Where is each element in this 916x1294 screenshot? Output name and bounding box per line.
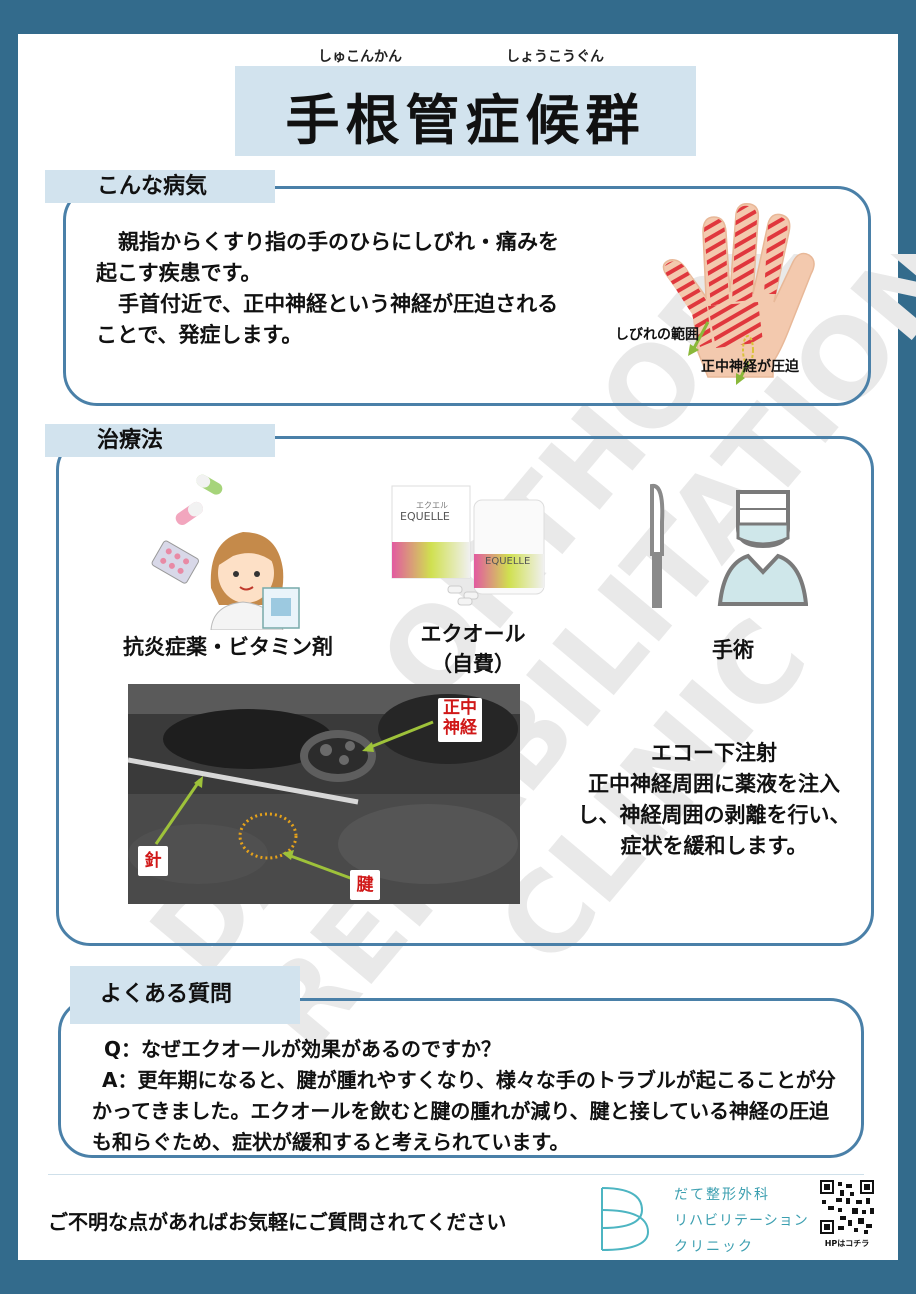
treatment-caption-equol-note: （自費） bbox=[431, 652, 515, 676]
clinic-name-line2: リハビリテーション bbox=[674, 1213, 809, 1229]
equelle-product-image: EQUELLE エクエル EQUELLE bbox=[391, 485, 545, 606]
disease-paragraph-1: 親指からくすり指の手のひらにしびれ・痛みを起こす疾患です。 bbox=[96, 230, 559, 285]
treatment-caption-equol: エクオール bbox=[420, 622, 526, 646]
faq-panel bbox=[58, 998, 864, 1158]
title-ruby-left: しゅこんかん bbox=[318, 49, 402, 65]
us-label-tendon: 腱 bbox=[350, 870, 380, 900]
us-label-median-nerve-line1: 正中 bbox=[443, 698, 477, 718]
qr-caption: HPはコチラ bbox=[824, 1239, 870, 1248]
treatment-panel bbox=[56, 436, 874, 946]
clinic-name-line3: クリニック bbox=[674, 1239, 754, 1255]
faq-answer: A：更年期になると、腱が腫れやすくなり、様々な手のトラブルが起こることが分かって… bbox=[92, 1068, 836, 1154]
doctor-medicine-illustration bbox=[151, 474, 300, 630]
section-label-faq: よくある質問 bbox=[70, 966, 300, 1024]
disease-paragraph-2: 手首付近で、正中神経という神経が圧迫されることで、発症します。 bbox=[96, 292, 559, 347]
treatment-caption-surgery: 手術 bbox=[712, 638, 754, 662]
hand-label-nerve-compression: 正中神経が圧迫 bbox=[701, 359, 799, 375]
leaflet-page: DATE ORTHOPEDIC REHABILITATION CLINIC しゅ… bbox=[18, 34, 916, 1260]
section-label-disease: こんな病気 bbox=[45, 170, 275, 203]
treatment-caption-medicine: 抗炎症薬・ビタミン剤 bbox=[123, 635, 333, 659]
page-title: 手根管症候群 bbox=[285, 89, 646, 152]
us-label-median-nerve: 正中 神経 bbox=[438, 698, 482, 742]
product-kana-box: エクエル bbox=[416, 501, 448, 510]
injection-description: 正中神経周囲に薬液を注入し、神経周囲の剥離を行い、症状を緩和します。 bbox=[577, 772, 851, 858]
injection-title: エコー下注射 bbox=[651, 741, 777, 765]
hand-illustration bbox=[662, 202, 815, 385]
title-box: 手根管症候群 bbox=[235, 66, 696, 156]
footer-divider bbox=[48, 1174, 864, 1175]
hand-label-numbness: しびれの範囲 bbox=[615, 327, 699, 343]
qr-code-icon[interactable] bbox=[820, 1180, 874, 1234]
us-label-needle: 針 bbox=[138, 846, 168, 876]
product-label-box: EQUELLE bbox=[400, 510, 450, 523]
us-label-median-nerve-line2: 神経 bbox=[443, 718, 477, 738]
section-label-treatment: 治療法 bbox=[45, 424, 275, 457]
clinic-name-line1: だて整形外科 bbox=[674, 1187, 770, 1203]
ultrasound-image: 正中 神経 針 腱 bbox=[128, 684, 520, 904]
clinic-logo-icon bbox=[601, 1187, 650, 1251]
disease-panel bbox=[63, 186, 871, 406]
surgeon-scalpel-icon bbox=[650, 483, 808, 608]
faq-question: Q：なぜエクオールが効果があるのですか？ bbox=[104, 1037, 502, 1061]
product-label-jar: EQUELLE bbox=[485, 556, 530, 567]
footer-message: ご不明な点があればお気軽にご質問されてください bbox=[48, 1210, 507, 1234]
title-ruby-right: しょうこうぐん bbox=[506, 49, 604, 65]
